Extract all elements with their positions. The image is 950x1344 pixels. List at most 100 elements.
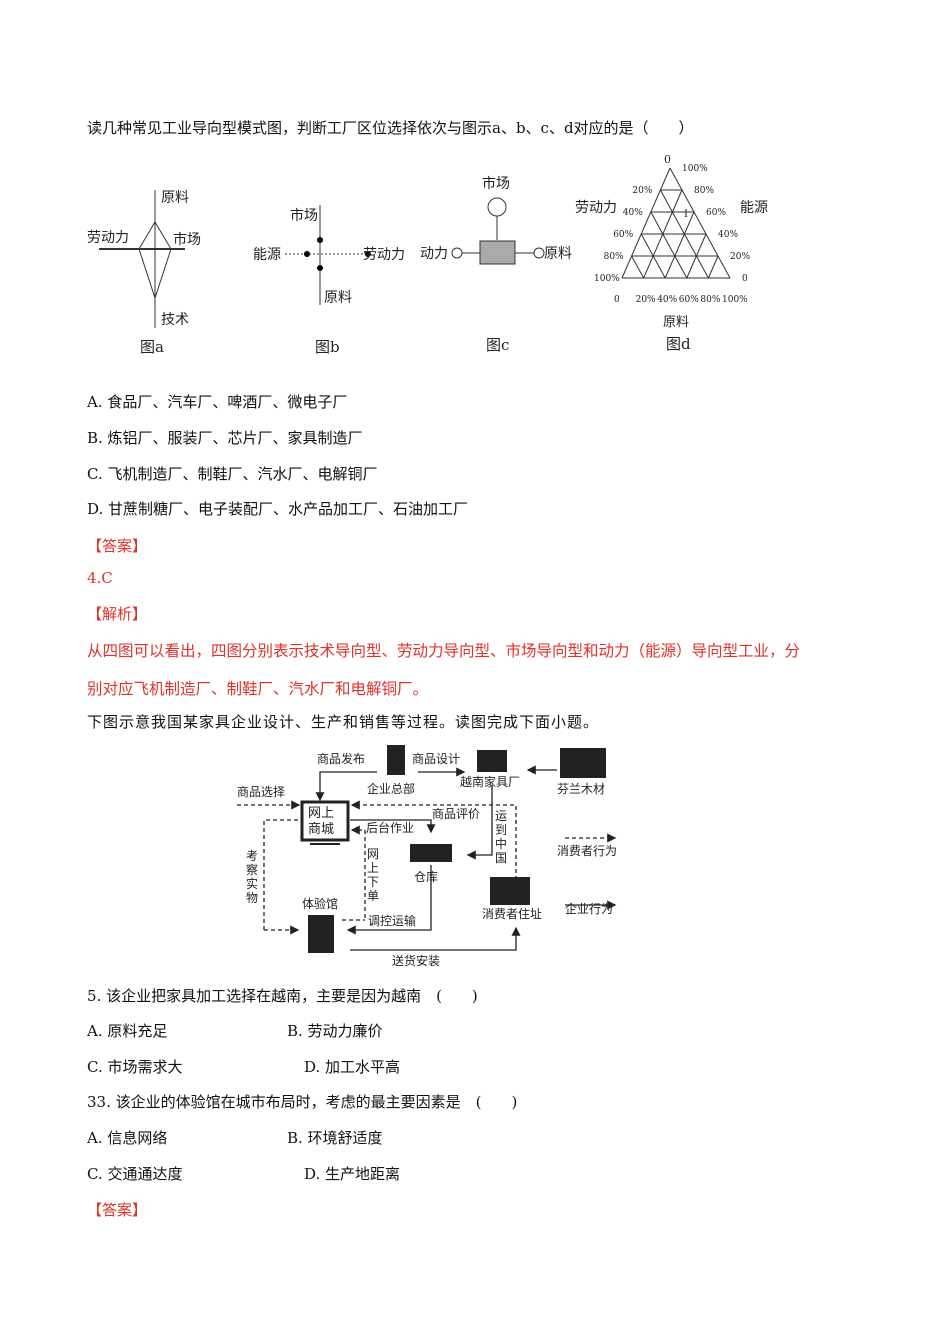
answer-tag: 【答案】: [87, 537, 148, 555]
q4-option-c: C. 飞机制造厂、制鞋厂、汽水厂、电解铜厂: [87, 465, 378, 483]
fig-d-apex: 0: [664, 153, 671, 166]
q33-option-b: B. 环境舒适度: [287, 1129, 383, 1147]
q4-option-a: A. 食品厂、汽车厂、啤酒厂、微电子厂: [87, 393, 348, 411]
fig-b-right: 劳动力: [363, 247, 405, 263]
fig-b-caption: 图b: [315, 338, 340, 356]
svg-text:国: 国: [495, 851, 507, 865]
grid-line: [621, 167, 671, 279]
right-tick: 60%: [706, 208, 726, 218]
bottom-tick: 0: [614, 295, 620, 305]
q5-stem: 5. 该企业把家具加工选择在越南，主要是因为越南 ( ): [87, 987, 478, 1005]
fig-c-caption: 图c: [486, 336, 509, 354]
svg-text:中: 中: [495, 836, 507, 851]
grid-line: [664, 211, 695, 279]
analysis-tag: 【解析】: [87, 605, 148, 623]
left-tick: 40%: [623, 208, 643, 218]
right-tick: 0: [742, 274, 748, 284]
grid-line: [643, 189, 683, 279]
fig-b-left: 能源: [253, 247, 281, 263]
svg-text:考: 考: [246, 849, 258, 863]
q5-option-a: A. 原料充足: [87, 1022, 168, 1040]
label-warehouse: 仓库: [414, 869, 438, 884]
svg-text:运: 运: [495, 809, 507, 823]
fig-c-right: 原料: [544, 246, 572, 262]
fig-d-bottom-label: 原料: [663, 315, 689, 330]
fig-a-top: 原料: [161, 190, 189, 206]
bottom-tick: 100%: [722, 295, 748, 305]
svg-text:实: 实: [246, 876, 258, 891]
svg-text:物: 物: [246, 891, 258, 905]
factory-icon: [477, 750, 507, 772]
intro-text: 下图示意我国某家具企业设计、生产和销售等过程。读图完成下面小题。: [87, 713, 600, 731]
label-publish: 商品发布: [317, 751, 365, 766]
q5-option-c: C. 市场需求大: [87, 1058, 183, 1076]
furniture-flow-diagram: 商品发布 商品设计 企业总部 越南家具厂 芬兰木材 商品选择 网上 商城 商品评…: [237, 745, 617, 968]
fig-d-caption: 图d: [666, 335, 691, 353]
fig-a-caption: 图a: [140, 338, 164, 356]
q33-option-a: A. 信息网络: [87, 1129, 168, 1147]
fig-a-right: 市场: [173, 231, 201, 248]
fig-b-bottom: 原料: [324, 290, 352, 306]
fig-d-left-label: 劳动力: [575, 200, 617, 216]
bottom-tick: 40%: [657, 295, 677, 305]
figure-a: 原料 劳动力 市场 技术 图a: [87, 190, 201, 356]
figure-d: 0 劳动力 能源 原料 图d Ⅰ 20%40%60%80%100%100%80%…: [575, 153, 768, 353]
svg-text:上: 上: [367, 861, 379, 875]
fig-c-top: 市场: [482, 175, 510, 192]
bottom-tick: 20%: [636, 295, 656, 305]
fig-d-marker: Ⅰ: [684, 209, 688, 220]
left-tick: 100%: [594, 274, 620, 284]
left-tick: 80%: [604, 252, 624, 262]
q4-option-b: B. 炼铝厂、服装厂、芯片厂、家具制造厂: [87, 429, 363, 447]
figure-b: 市场 能源 劳动力 原料 图b: [253, 205, 405, 356]
grid-line: [707, 255, 719, 279]
right-tick: 100%: [682, 164, 708, 174]
grid-line: [659, 189, 709, 279]
fig-a-left: 劳动力: [87, 230, 129, 246]
q33-stem: 33. 该企业的体验馆在城市布局时，考虑的最主要因素是 ( ): [87, 1093, 518, 1111]
label-design: 商品设计: [412, 751, 460, 766]
answer: 4.C: [87, 569, 113, 587]
svg-text:网: 网: [367, 847, 379, 861]
residence-icon: [490, 877, 530, 905]
warehouse-icon: [410, 844, 452, 862]
analysis-line-1: 从四图可以看出，四图分别表示技术导向型、劳动力导向型、市场导向型和动力（能源）导…: [87, 642, 801, 660]
q33-option-c: C. 交通通达度: [87, 1165, 183, 1183]
right-tick: 40%: [718, 230, 738, 240]
label-backend: 后台作业: [366, 820, 414, 835]
analysis-line-2: 别对应飞机制造厂、制鞋厂、汽水厂和电解铜厂。: [87, 680, 429, 698]
label-transport: 调控运输: [368, 913, 416, 928]
figure-c: 市场 动力 原料 图c: [420, 175, 572, 354]
right-tick: 80%: [694, 186, 714, 196]
right-tick: 20%: [730, 252, 750, 262]
answer-tag-2: 【答案】: [87, 1201, 148, 1219]
label-mall-1: 网上: [308, 806, 334, 821]
showroom-icon: [308, 915, 334, 953]
bottom-tick: 80%: [700, 295, 720, 305]
q5-option-b: B. 劳动力廉价: [287, 1022, 383, 1040]
label-address: 消费者住址: [482, 907, 542, 921]
fig-a-bottom: 技术: [161, 312, 189, 328]
label-wood: 芬兰木材: [557, 782, 605, 796]
label-mall-2: 商城: [308, 822, 334, 837]
legend-company: 企业行为: [565, 901, 613, 916]
legend-consumer: 消费者行为: [557, 844, 617, 858]
q4-stem: 读几种常见工业导向型模式图，判断工厂区位选择依次与图示a、b、c、d对应的是（ …: [87, 119, 694, 137]
grid-line: [631, 255, 645, 279]
label-hq: 企业总部: [367, 781, 415, 796]
left-tick: 20%: [632, 186, 652, 196]
svg-text:到: 到: [495, 823, 507, 837]
svg-text:单: 单: [367, 889, 379, 903]
fig-d-right-label: 能源: [740, 200, 768, 216]
left-tick: 60%: [613, 230, 633, 240]
label-showroom: 体验馆: [302, 896, 338, 911]
wood-icon: [560, 748, 606, 778]
fig-b-top: 市场: [290, 207, 318, 224]
fig-c-left: 动力: [420, 246, 448, 262]
grid-line: [669, 167, 731, 279]
q4-option-d: D. 甘蔗制糖厂、电子装配厂、水产品加工厂、石油加工厂: [87, 500, 469, 518]
